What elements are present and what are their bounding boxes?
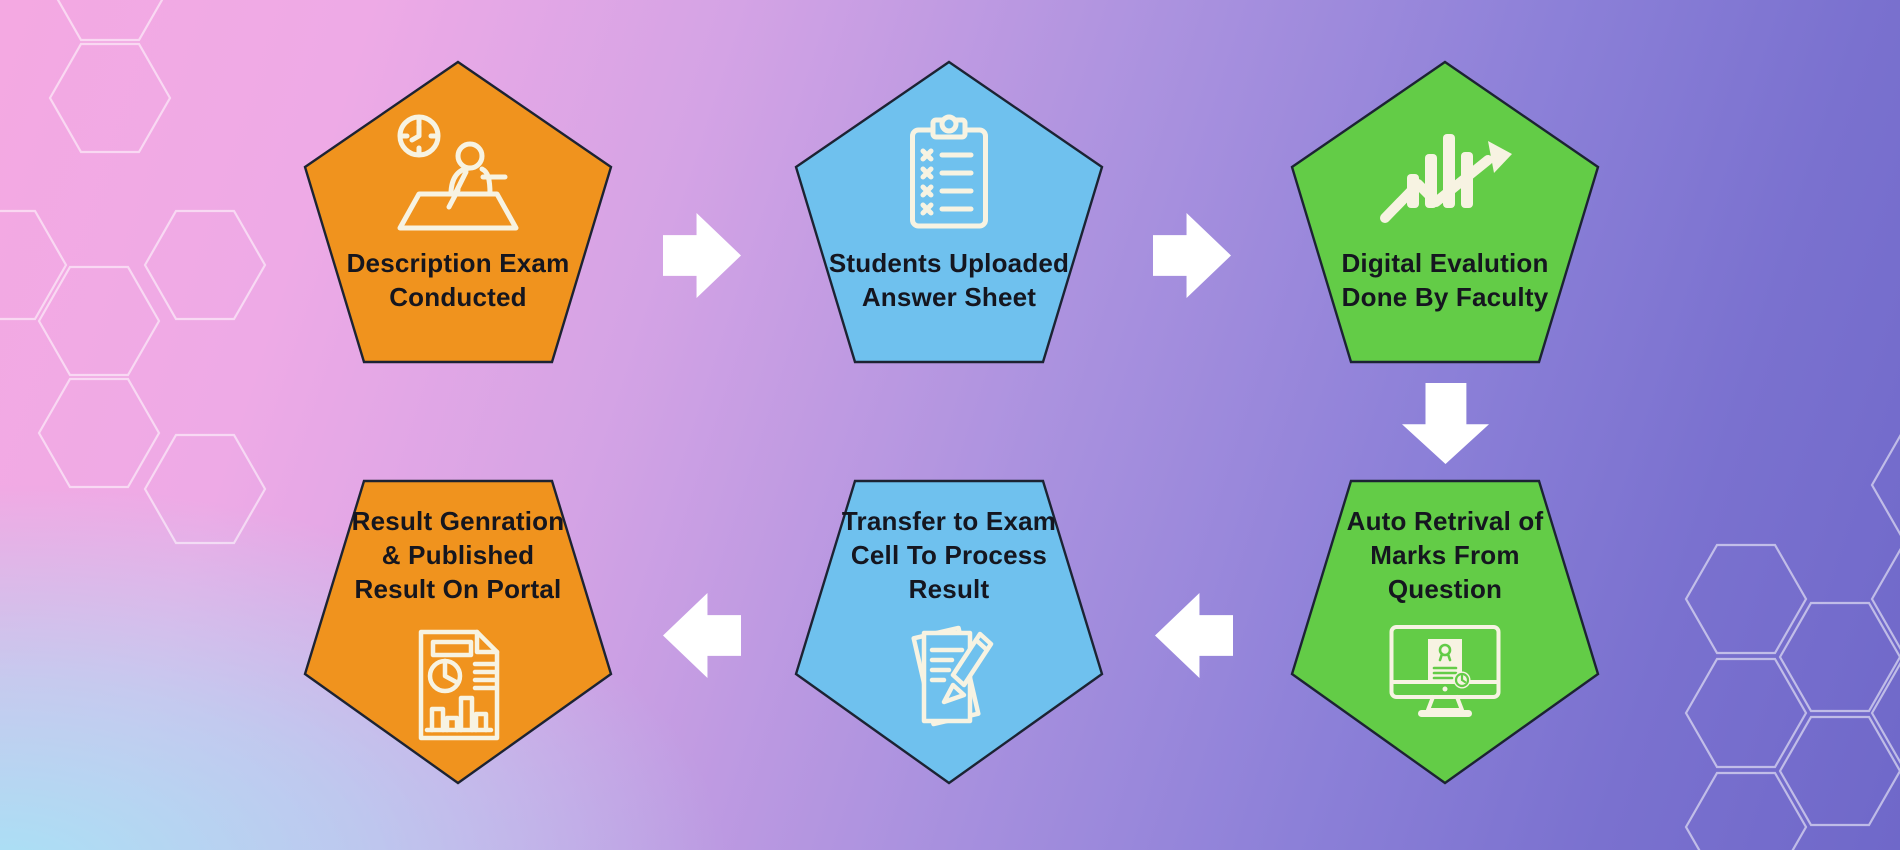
- flow-arrow-down: [1402, 383, 1489, 464]
- step-digital-evaluation: Digital Evalution Done By Faculty: [1290, 60, 1600, 364]
- step-result-generation: Result Genration & Published Result On P…: [303, 478, 613, 786]
- answer-sheet-checklist-icon: [910, 114, 988, 229]
- step-label: Auto Retrival of Marks From Question: [1346, 506, 1544, 604]
- pentagon-shape: [794, 60, 1104, 364]
- result-report-icon: [418, 629, 500, 741]
- transfer-document-pencil-icon: [911, 625, 994, 727]
- step-auto-marks-retrieval: Auto Retrival of Marks From Question: [1290, 478, 1600, 786]
- flow-arrow-left-2: [663, 593, 741, 678]
- pentagon-shape: [303, 60, 613, 364]
- pentagon-shape: [1290, 60, 1600, 364]
- step-label: Transfer to Exam Cell To Process Result: [841, 506, 1057, 604]
- step-label: Students Uploaded Answer Sheet: [828, 248, 1070, 312]
- step-exam-conducted: Description Exam Conducted: [303, 60, 613, 364]
- marks-retrieval-monitor-icon: [1389, 625, 1501, 717]
- flow-arrow-right-2: [1153, 213, 1231, 298]
- step-transfer-to-exam-cell: Transfer to Exam Cell To Process Result: [794, 478, 1104, 786]
- hexagon-cluster-left: [0, 0, 267, 545]
- step-answer-sheet-upload: Students Uploaded Answer Sheet: [794, 60, 1104, 364]
- step-label: Digital Evalution Done By Faculty: [1341, 248, 1549, 312]
- digital-evaluation-graph-icon: [1380, 134, 1512, 223]
- step-label: Result Genration & Published Result On P…: [351, 506, 565, 604]
- step-label: Description Exam Conducted: [346, 248, 570, 312]
- exam-writing-clock-icon: [397, 114, 519, 231]
- pentagon-shape: [1290, 479, 1600, 785]
- flow-arrow-right-1: [663, 213, 741, 298]
- hexagon-cluster-right: [1684, 434, 1900, 850]
- flow-arrow-left-1: [1155, 593, 1233, 678]
